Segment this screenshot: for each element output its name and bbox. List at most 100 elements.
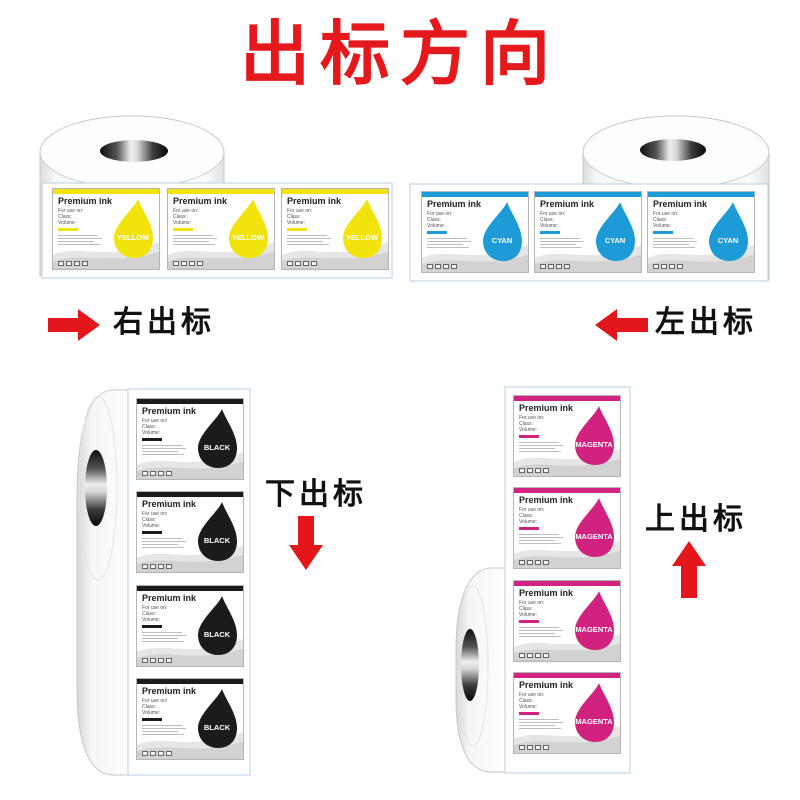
label-fine-print-line: [142, 448, 186, 449]
ink-drop-icon: [575, 683, 614, 742]
ink-color-name: BLACK: [203, 630, 231, 639]
label-fine-print-line: [287, 238, 331, 239]
label-field-class: Class:: [427, 217, 441, 223]
arrow-right-icon: [48, 309, 100, 341]
direction-label-left: 左出标: [655, 305, 757, 340]
label-fine-print-line: [519, 448, 555, 449]
label-top-band: [514, 673, 620, 678]
label-brand: Premium ink: [142, 499, 197, 509]
label-field-class: Class:: [58, 214, 72, 220]
label-field-use: For use on:: [142, 698, 168, 704]
label-fine-print-line: [427, 241, 471, 242]
ink-drop-icon: [114, 199, 153, 258]
ink-color-name: MAGENTA: [575, 625, 613, 634]
label-fine-print-line: [519, 728, 561, 729]
label-field-use: For use on:: [142, 511, 168, 517]
barcode-icon: [311, 261, 317, 266]
barcode-icon: [543, 653, 549, 658]
label-brand: Premium ink: [173, 196, 228, 206]
ink-color-name: MAGENTA: [575, 717, 613, 726]
label-brand: Premium ink: [142, 686, 197, 696]
ink-drop-icon: [198, 689, 237, 748]
label-field-volume: Volume:: [540, 223, 559, 229]
ink-color-name: YELLOW: [116, 233, 150, 242]
label-field-use: For use on:: [142, 605, 168, 611]
barcode-icon: [150, 751, 156, 756]
label-brand: Premium ink: [287, 196, 342, 206]
label-field-volume: Volume:: [519, 427, 538, 433]
label-field-use: For use on:: [173, 208, 199, 214]
ink-color-name: CYAN: [604, 236, 626, 245]
label-field-volume: Volume:: [653, 223, 672, 229]
label-card: Premium ink For use on: Class: Volume: M…: [513, 672, 621, 754]
barcode-icon: [527, 468, 533, 473]
label-color-chip: [519, 620, 539, 623]
label-top-band: [648, 192, 754, 197]
label-field-use: For use on:: [58, 208, 84, 214]
barcode-icon: [166, 471, 172, 476]
barcode-icon: [150, 471, 156, 476]
label-fine-print-line: [287, 235, 327, 236]
label-brand: Premium ink: [142, 406, 197, 416]
ink-color-name: YELLOW: [231, 233, 265, 242]
label-fine-print-line: [142, 541, 186, 542]
roll-core-hole: [640, 139, 706, 161]
roll-face-contour: [78, 395, 118, 581]
label-field-class: Class:: [519, 606, 533, 612]
label-fine-print-line: [142, 451, 178, 452]
label-card: Premium ink For use on: Class: Volume: B…: [136, 491, 244, 573]
barcode-icon: [197, 261, 203, 266]
barcode-icon: [435, 264, 441, 269]
label-fine-print-line: [142, 638, 178, 639]
label-color-chip: [427, 231, 447, 234]
label-field-class: Class:: [519, 421, 533, 427]
barcode-icon: [543, 560, 549, 565]
barcode-icon: [519, 560, 525, 565]
barcode-icon: [535, 560, 541, 565]
label-fine-print-line: [540, 247, 582, 248]
label-field-class: Class:: [653, 217, 667, 223]
barcode-icon: [150, 564, 156, 569]
label-field-volume: Volume:: [519, 519, 538, 525]
label-fine-print-line: [142, 544, 178, 545]
label-fine-print-line: [173, 244, 215, 245]
ink-drop-icon: [229, 199, 268, 258]
ink-drop-icon: [596, 202, 635, 261]
arrow-up-icon: [672, 541, 706, 598]
label-brand: Premium ink: [653, 199, 708, 209]
label-fine-print-line: [58, 241, 94, 242]
ink-drop-icon: [343, 199, 382, 258]
direction-label-down: 下出标: [265, 477, 367, 512]
barcode-icon: [535, 745, 541, 750]
label-color-chip: [287, 228, 307, 231]
label-field-class: Class:: [142, 704, 156, 710]
barcode-icon: [540, 264, 546, 269]
label-field-use: For use on:: [540, 211, 566, 217]
barcode-icon: [82, 261, 88, 266]
label-fine-print-line: [540, 238, 580, 239]
ink-color-name: YELLOW: [345, 233, 379, 242]
barcode-icon: [158, 751, 164, 756]
label-fine-print-line: [519, 534, 559, 535]
barcode-icon: [166, 751, 172, 756]
label-field-use: For use on:: [287, 208, 313, 214]
label-brand: Premium ink: [540, 199, 595, 209]
label-top-band: [137, 399, 243, 404]
ink-drop-icon: [575, 591, 614, 650]
label-field-use: For use on:: [519, 692, 545, 698]
barcode-icon: [150, 658, 156, 663]
label-fine-print-line: [519, 445, 563, 446]
label-top-band: [137, 492, 243, 497]
label-fine-print-line: [287, 244, 329, 245]
label-fine-print-line: [58, 238, 102, 239]
ink-drop-icon: [198, 409, 237, 468]
barcode-icon: [451, 264, 457, 269]
label-top-band: [422, 192, 528, 197]
label-fine-print-line: [142, 538, 182, 539]
label-field-use: For use on:: [519, 507, 545, 513]
label-fine-print-line: [142, 731, 178, 732]
label-color-chip: [173, 228, 193, 231]
label-fine-print-line: [540, 241, 584, 242]
